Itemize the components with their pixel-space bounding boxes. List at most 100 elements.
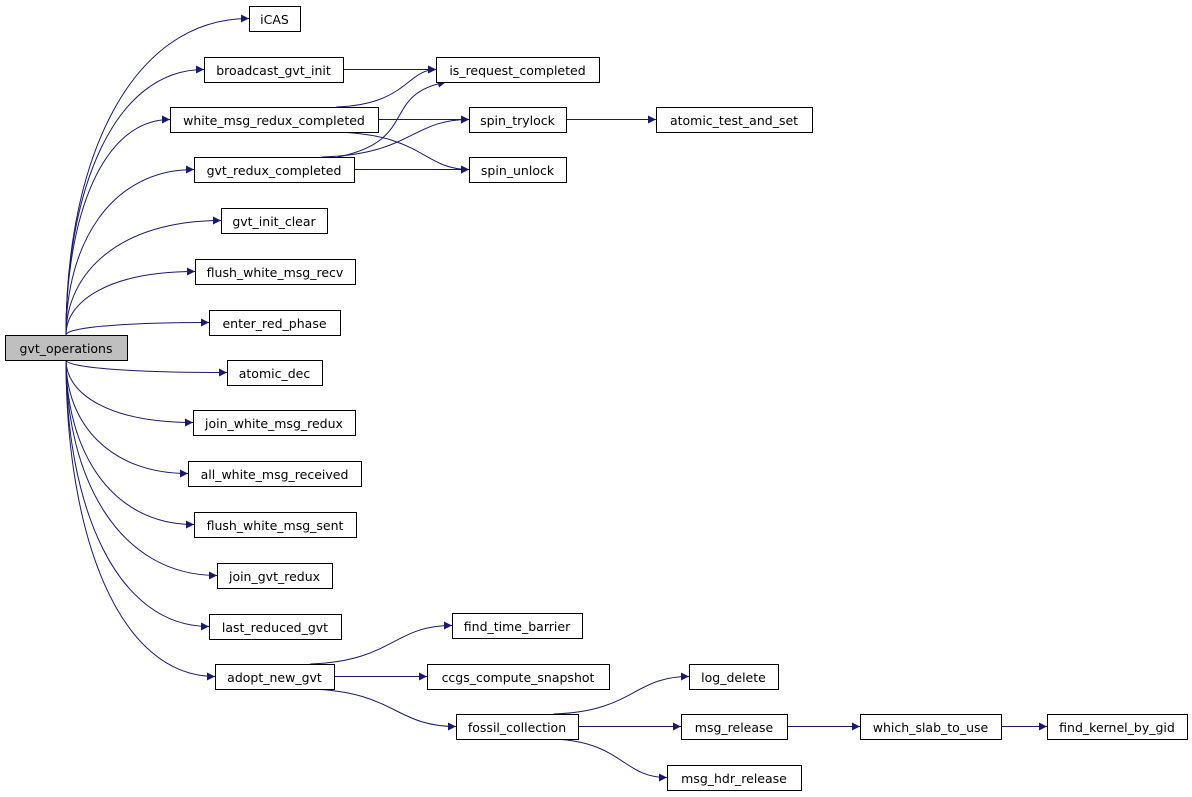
- node-box: [215, 664, 335, 690]
- node-label: white_msg_redux_completed: [183, 113, 365, 128]
- node-label: msg_release: [695, 720, 774, 735]
- edge-gvt-operations-to-all-white-msg-received: [65, 359, 189, 478]
- node-box: [667, 765, 802, 791]
- node-label: find_time_barrier: [464, 619, 571, 634]
- edge-white-msg-redux-completed-to-is-request-completed: [336, 65, 437, 108]
- node-box: [221, 208, 328, 234]
- node-label: enter_red_phase: [222, 316, 326, 331]
- node-box: [209, 310, 341, 336]
- node-box: [217, 563, 333, 589]
- edge-white-msg-redux-completed-to-spin-unlock: [336, 131, 470, 174]
- node-box: [209, 614, 342, 640]
- node-label: spin_trylock: [480, 113, 556, 128]
- node-label: find_kernel_by_gid: [1059, 720, 1175, 735]
- node-all-white-msg-received[interactable]: all_white_msg_received: [188, 461, 362, 487]
- node-is-request-completed[interactable]: is_request_completed: [436, 57, 600, 83]
- node-box: [204, 57, 344, 83]
- node-log-delete[interactable]: log_delete: [689, 664, 779, 690]
- node-box: [427, 664, 610, 690]
- node-iCAS[interactable]: iCAS: [249, 6, 301, 32]
- node-box: [170, 107, 379, 133]
- edge-gvt-operations-to-join-gvt-redux: [65, 359, 218, 580]
- node-box: [195, 259, 356, 285]
- node-adopt-new-gvt[interactable]: adopt_new_gvt: [215, 664, 335, 690]
- node-label: last_reduced_gvt: [222, 620, 328, 635]
- node-spin-trylock[interactable]: spin_trylock: [469, 107, 567, 133]
- node-enter-red-phase[interactable]: enter_red_phase: [209, 310, 341, 336]
- node-msg-release[interactable]: msg_release: [681, 714, 788, 740]
- edge-gvt-redux-completed-to-is-request-completed: [337, 79, 447, 158]
- node-box: [689, 664, 779, 690]
- node-label: broadcast_gvt_init: [216, 63, 331, 78]
- edge-gvt-redux-completed-to-spin-trylock: [321, 115, 470, 158]
- node-box: [656, 107, 813, 133]
- node-box: [436, 57, 600, 83]
- node-which-slab-to-use[interactable]: which_slab_to_use: [860, 714, 1002, 740]
- node-atomic-test-and-set[interactable]: atomic_test_and_set: [656, 107, 813, 133]
- node-broadcast-gvt-init[interactable]: broadcast_gvt_init: [204, 57, 344, 83]
- node-label: gvt_operations: [19, 341, 112, 356]
- node-last-reduced-gvt[interactable]: last_reduced_gvt: [209, 614, 342, 640]
- node-label: join_gvt_redux: [228, 569, 320, 584]
- edge-adopt-new-gvt-to-fossil-collection: [310, 688, 457, 731]
- node-label: which_slab_to_use: [873, 720, 989, 735]
- edge-fossil-collection-to-msg-hdr-release: [553, 738, 668, 782]
- edges-layer: [65, 14, 1047, 782]
- edge-gvt-operations-to-flush-white-msg-sent: [65, 359, 195, 529]
- node-box: [860, 714, 1002, 740]
- edge-adopt-new-gvt-to-find-time-barrier: [310, 621, 453, 665]
- node-label: msg_hdr_release: [681, 771, 787, 786]
- node-flush-white-msg-sent[interactable]: flush_white_msg_sent: [194, 512, 357, 538]
- node-label: flush_white_msg_recv: [207, 265, 344, 280]
- node-label: all_white_msg_received: [201, 467, 349, 482]
- node-box: [188, 461, 362, 487]
- node-white-msg-redux-completed[interactable]: white_msg_redux_completed: [170, 107, 379, 133]
- node-box: [194, 157, 355, 183]
- node-label: spin_unlock: [481, 163, 555, 178]
- node-label: gvt_init_clear: [232, 214, 316, 229]
- edge-gvt-operations-to-atomic-dec: [65, 359, 228, 377]
- node-label: gvt_redux_completed: [207, 163, 342, 178]
- node-join-gvt-redux[interactable]: join_gvt_redux: [217, 563, 333, 589]
- node-label: log_delete: [701, 670, 766, 685]
- node-box: [194, 512, 357, 538]
- edge-gvt-operations-to-gvt-redux-completed: [65, 165, 195, 336]
- node-label: is_request_completed: [449, 63, 585, 78]
- node-gvt-init-clear[interactable]: gvt_init_clear: [221, 208, 328, 234]
- node-join-white-msg-redux[interactable]: join_white_msg_redux: [193, 410, 356, 436]
- node-fossil-collection[interactable]: fossil_collection: [456, 714, 579, 740]
- edge-gvt-operations-to-adopt-new-gvt: [65, 359, 216, 681]
- node-box: [469, 157, 567, 183]
- node-label: fossil_collection: [468, 720, 566, 735]
- node-find-time-barrier[interactable]: find_time_barrier: [452, 613, 583, 639]
- node-box: [1047, 714, 1188, 740]
- node-label: atomic_dec: [239, 366, 311, 381]
- node-box: [469, 107, 567, 133]
- edge-gvt-operations-to-white-msg-redux-completed: [65, 115, 171, 336]
- edge-gvt-operations-to-join-white-msg-redux: [65, 359, 194, 427]
- node-box: [456, 714, 579, 740]
- node-flush-white-msg-recv[interactable]: flush_white_msg_recv: [195, 259, 356, 285]
- node-box: [5, 335, 128, 361]
- node-find-kernel-by-gid[interactable]: find_kernel_by_gid: [1047, 714, 1188, 740]
- node-msg-hdr-release[interactable]: msg_hdr_release: [667, 765, 802, 791]
- edge-gvt-operations-to-flush-white-msg-recv: [65, 267, 196, 336]
- node-box: [452, 613, 583, 639]
- node-spin-unlock[interactable]: spin_unlock: [469, 157, 567, 183]
- node-atomic-dec[interactable]: atomic_dec: [227, 360, 323, 386]
- node-box: [193, 410, 356, 436]
- node-box: [681, 714, 788, 740]
- edge-gvt-operations-to-gvt-init-clear: [65, 216, 222, 336]
- edge-fossil-collection-to-log-delete: [553, 672, 690, 715]
- node-gvt-operations[interactable]: gvt_operations: [5, 335, 128, 361]
- node-box: [227, 360, 323, 386]
- edge-gvt-operations-to-enter-red-phase: [65, 318, 210, 336]
- node-label: join_white_msg_redux: [204, 416, 343, 431]
- node-gvt-redux-completed[interactable]: gvt_redux_completed: [194, 157, 355, 183]
- nodes-layer: gvt_operations iCAS broadcast_gvt_initwhit…: [5, 6, 1188, 791]
- node-ccgs-compute-snapshot[interactable]: ccgs_compute_snapshot: [427, 664, 610, 690]
- node-box: [249, 6, 301, 32]
- node-label: ccgs_compute_snapshot: [442, 670, 595, 685]
- node-label: adopt_new_gvt: [227, 670, 322, 685]
